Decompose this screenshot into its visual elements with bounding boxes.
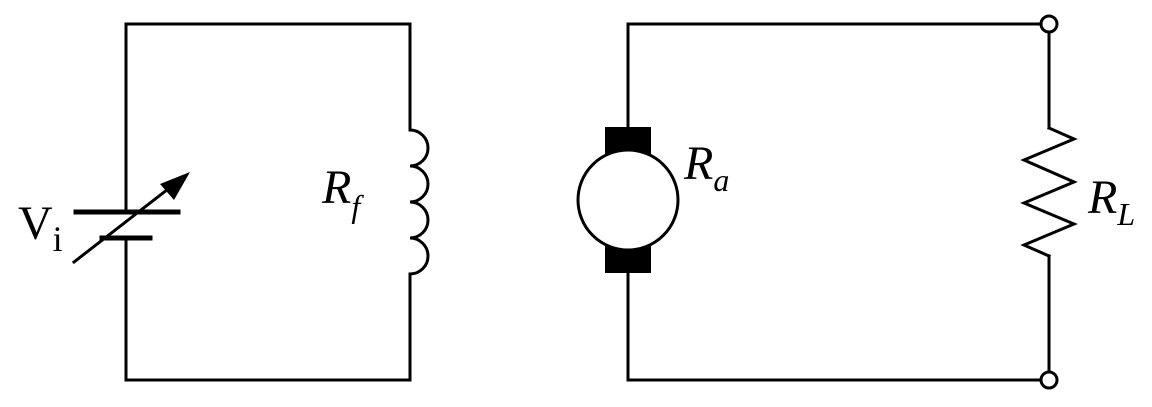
armature-resistance-label-main: R	[684, 137, 714, 190]
source-variable-arrow-shaft	[71, 183, 175, 265]
field-inductor-icon	[408, 128, 430, 276]
output-terminal-top-icon[interactable]	[1039, 14, 1059, 34]
dc-machine-armature-icon	[576, 127, 680, 273]
source-label-sub: i	[52, 219, 63, 259]
source-variable-arrowhead	[160, 172, 190, 200]
output-terminal-bottom-icon[interactable]	[1039, 370, 1059, 390]
variable-voltage-source-icon	[71, 172, 190, 265]
field-resistance-label: Rf	[322, 161, 360, 223]
armature-rotor	[576, 148, 680, 252]
source-label-main: V	[18, 197, 53, 250]
armature-resistance-label-sub: a	[713, 162, 730, 198]
load-resistance-label-sub: L	[1117, 196, 1136, 232]
armature-circuit	[576, 14, 1078, 390]
field-circuit	[71, 22, 430, 382]
field-resistance-label-sub: f	[351, 188, 361, 224]
load-resistance-label: RL	[1088, 171, 1135, 231]
field-resistance-label-main: R	[322, 161, 352, 214]
load-resistance-label-main: R	[1088, 171, 1118, 224]
load-resistor-icon	[1020, 126, 1078, 258]
armature-resistance-label: Ra	[684, 137, 729, 197]
source-label: Vi	[18, 197, 63, 258]
